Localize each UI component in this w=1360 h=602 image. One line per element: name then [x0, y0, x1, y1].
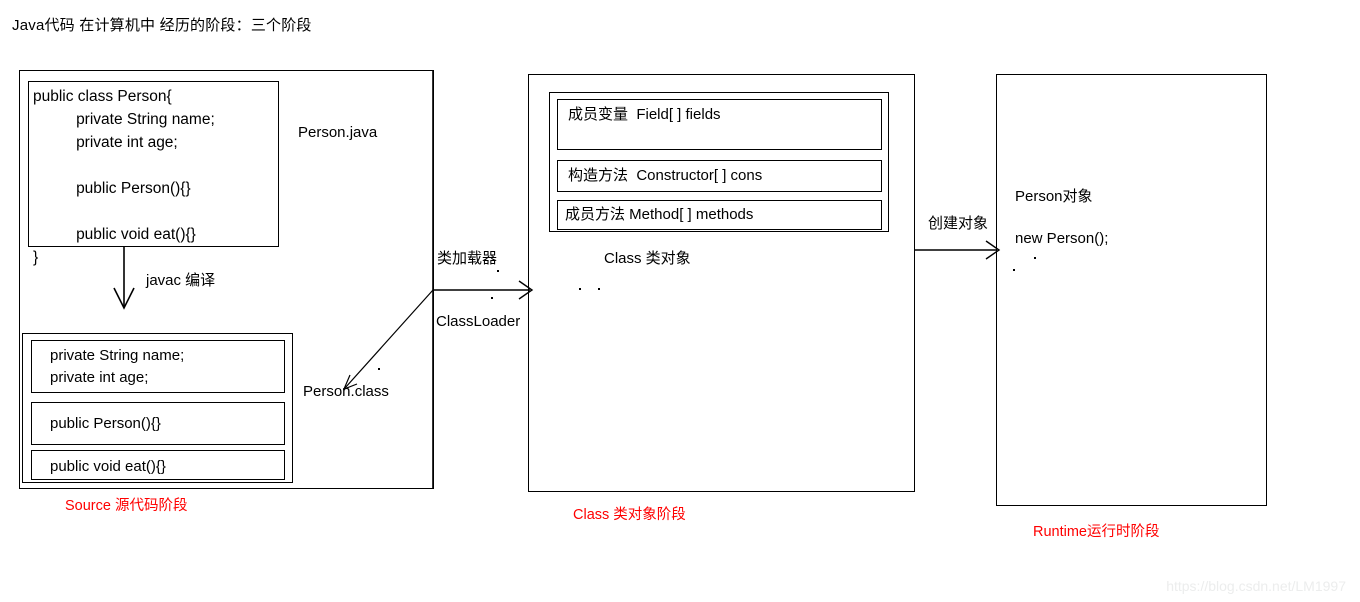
- class-stage-label: Class 类对象阶段: [573, 507, 686, 523]
- decorative-dot: [497, 270, 499, 272]
- javac-compile-label: javac 编译: [146, 272, 216, 289]
- runtime-object-label: Person对象: [1015, 188, 1093, 205]
- classloader-arrow: [433, 280, 534, 300]
- class-object-label: Class 类对象: [604, 250, 691, 267]
- class-constructors-box: [557, 160, 882, 192]
- compiled-method-box: [31, 450, 285, 480]
- create-object-arrow: [915, 240, 1001, 260]
- source-code-text: public class Person{ private String name…: [33, 88, 215, 266]
- source-stage-label: Source 源代码阶段: [65, 498, 188, 514]
- decorative-dot: [598, 288, 600, 290]
- decorative-dot: [378, 368, 380, 370]
- class-fields-text: 成员变量 Field[ ] fields: [568, 106, 721, 123]
- runtime-stage-label: Runtime运行时阶段: [1033, 524, 1160, 540]
- compiled-fields-text: private String name; private int age;: [50, 347, 185, 386]
- class-fields-box: [557, 99, 882, 150]
- runtime-stage-container: [996, 74, 1267, 506]
- class-methods-text: 成员方法 Method[ ] methods: [565, 206, 754, 223]
- class-members-box: [549, 92, 889, 232]
- compiled-method-text: public void eat(){}: [50, 458, 166, 475]
- class-constructors-text: 构造方法 Constructor[ ] cons: [568, 167, 763, 184]
- page-title: Java代码 在计算机中 经历的阶段：三个阶段: [12, 17, 312, 34]
- person-java-label: Person.java: [298, 124, 378, 141]
- decorative-dot: [1013, 269, 1015, 271]
- person-class-label: Person.class: [303, 383, 389, 400]
- compiled-fields-box: [31, 340, 285, 393]
- compiled-constructor-text: public Person(){}: [50, 415, 161, 432]
- decorative-dot: [1034, 257, 1036, 259]
- decorative-dot: [491, 297, 493, 299]
- runtime-code-label: new Person();: [1015, 230, 1109, 247]
- compiled-constructor-box: [31, 402, 285, 445]
- classloader-bottom-label: ClassLoader: [436, 313, 521, 330]
- create-object-label: 创建对象: [928, 215, 989, 232]
- source-code-box: [28, 81, 279, 247]
- classloader-top-label: 类加载器: [437, 250, 498, 267]
- class-methods-box: [557, 200, 882, 230]
- decorative-dot: [579, 288, 581, 290]
- compiled-class-box: [22, 333, 293, 483]
- watermark: https://blog.csdn.net/LM1997: [1166, 578, 1346, 594]
